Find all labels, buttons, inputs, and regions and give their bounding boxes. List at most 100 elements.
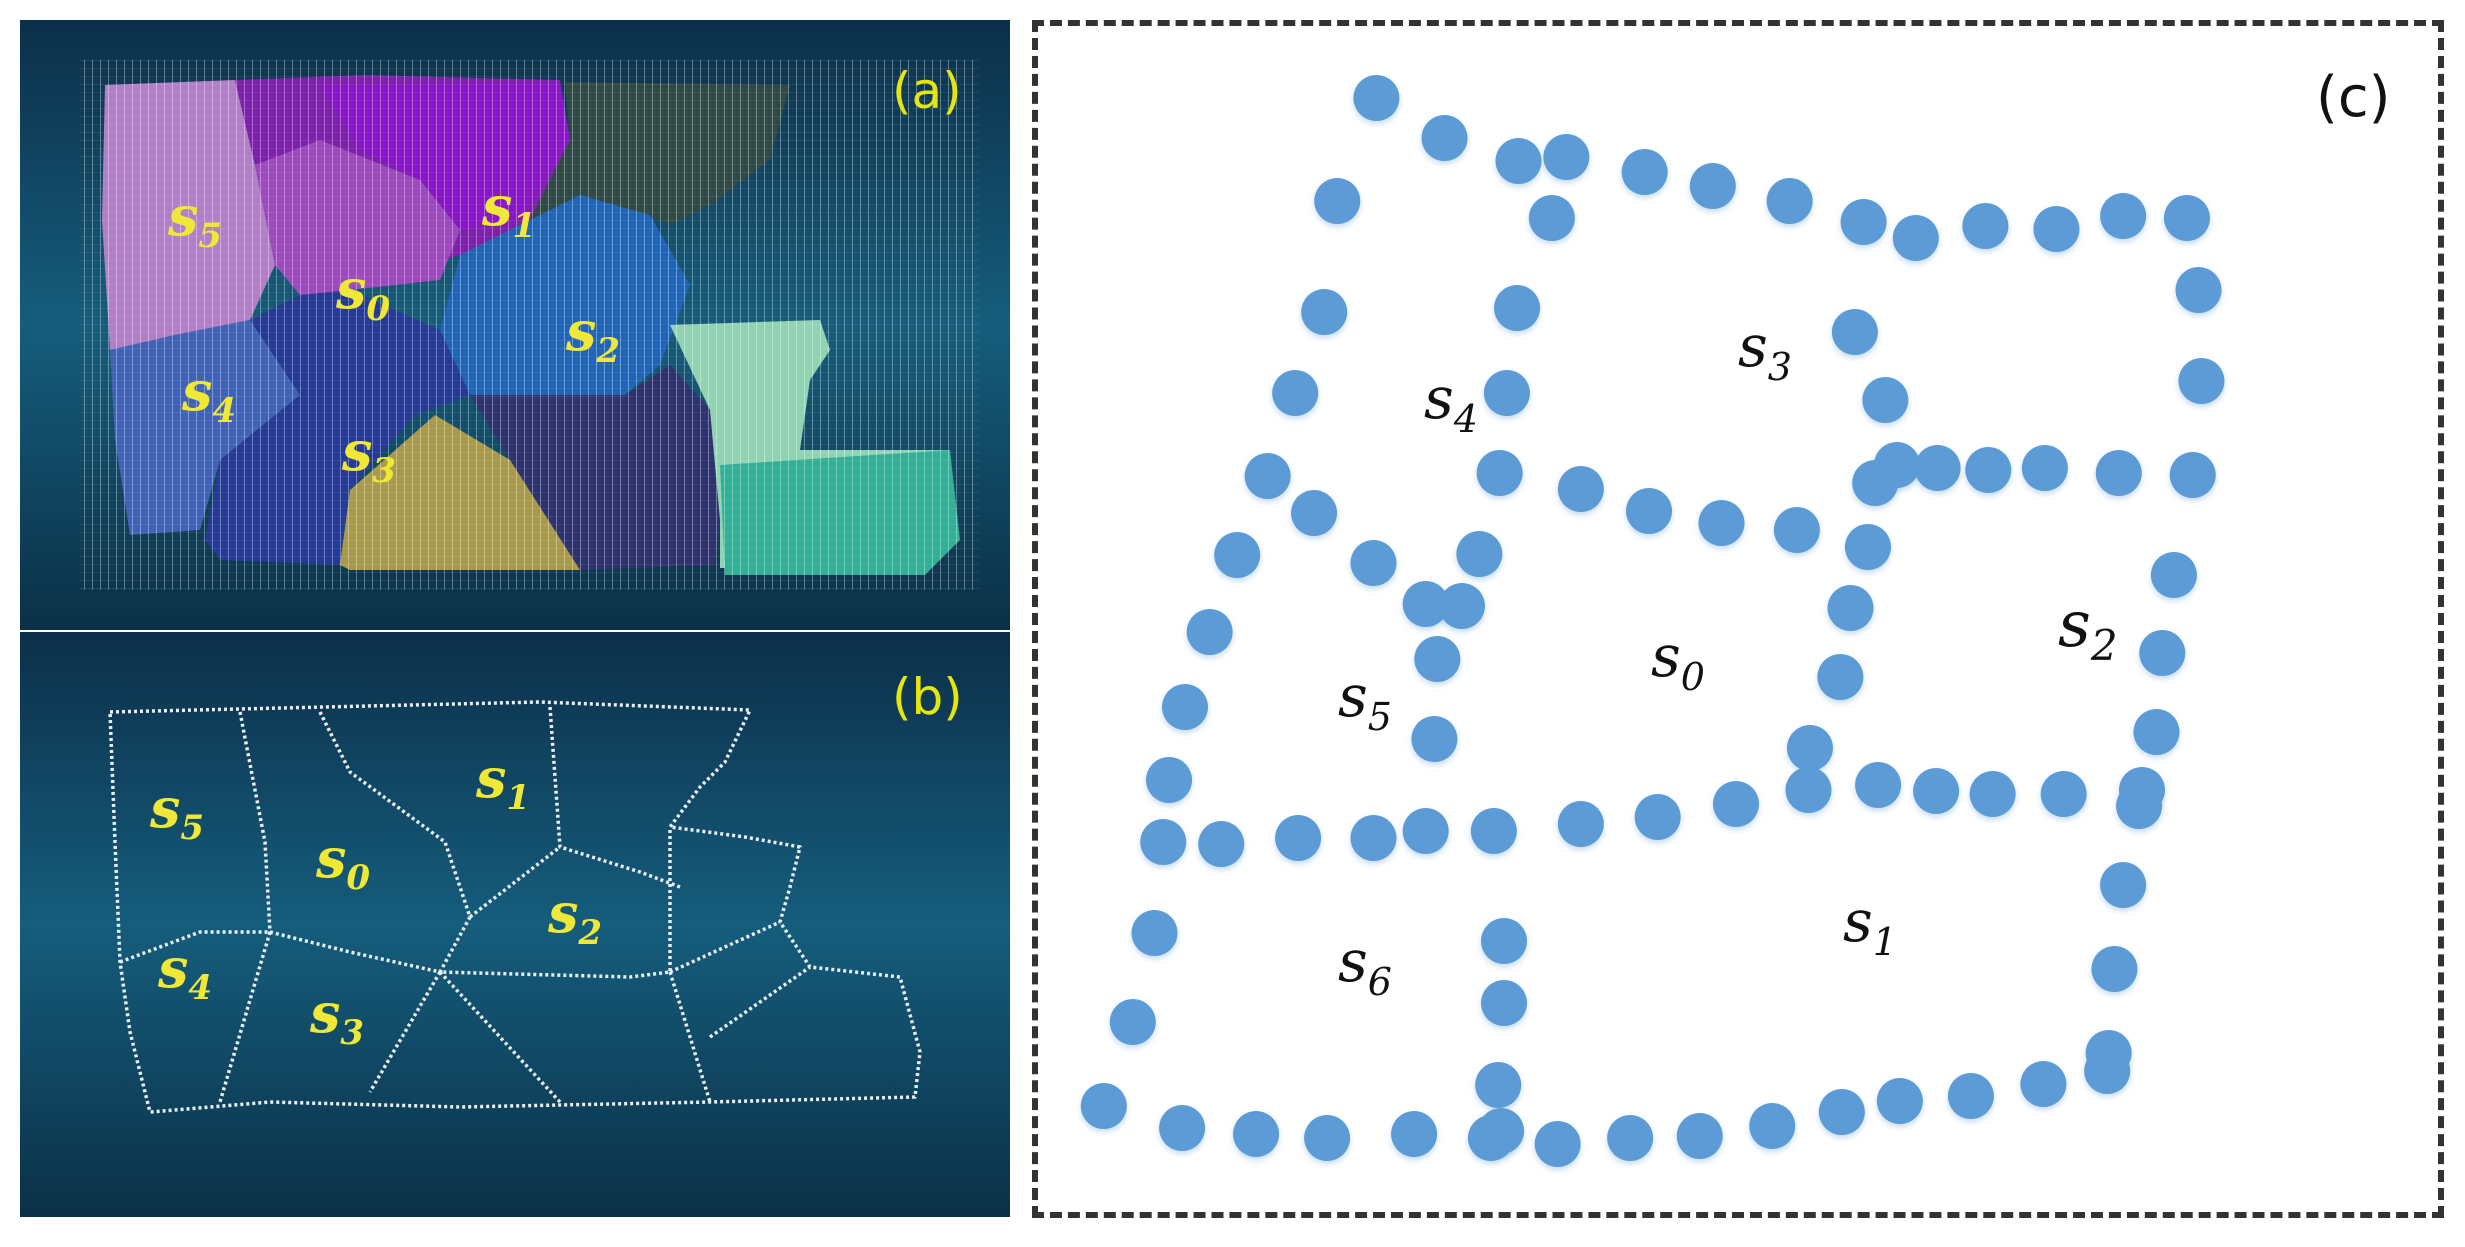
boundary-dot xyxy=(2091,946,2138,992)
panel-b-label-s5: s5 xyxy=(149,776,204,848)
outer-boundary xyxy=(108,700,922,1114)
panel-a-segmented-point-cloud: (a) s5 s1 s0 s2 s4 s3 xyxy=(20,20,1010,630)
line-s5-s0 xyxy=(238,711,272,933)
boundary-dot xyxy=(1456,531,1503,577)
line-s2-bottom xyxy=(438,827,672,979)
boundary-dot xyxy=(1314,178,1361,224)
boundary-dot xyxy=(1414,636,1461,682)
boundary-dot xyxy=(1844,524,1891,570)
boundary-dot xyxy=(1698,500,1745,546)
panel-c-label-s0: s0 xyxy=(1651,622,1705,699)
boundary-dot xyxy=(1543,134,1590,180)
line-right-mid xyxy=(669,920,781,974)
boundary-dot xyxy=(1852,460,1899,506)
boundary-dot xyxy=(1411,716,1458,762)
boundary-dot xyxy=(2133,709,2180,755)
boundary-dot xyxy=(1947,1073,1994,1119)
boundary-dot xyxy=(1402,581,1449,627)
panel-a-label-s2: s2 xyxy=(565,299,620,371)
panel-c-label-s2: s2 xyxy=(2058,588,2118,670)
boundary-dot xyxy=(1350,540,1397,586)
panel-a-label-s0: s0 xyxy=(335,257,390,329)
boundary-dot xyxy=(1786,725,1833,771)
panel-a-label-s3: s3 xyxy=(341,419,396,491)
boundary-dot xyxy=(2178,358,2225,404)
boundary-dot xyxy=(1198,821,1245,867)
boundary-dot xyxy=(1817,654,1864,700)
boundary-dot xyxy=(1475,1062,1522,1108)
boundary-dot xyxy=(1876,1078,1923,1124)
panel-b-canvas: (b) s5 s1 s0 s2 s4 s3 xyxy=(20,632,1010,1217)
boundary-dot xyxy=(1214,532,1261,578)
boundary-dot xyxy=(1749,1103,1796,1149)
boundary-dot xyxy=(1275,815,1322,861)
boundary-dot xyxy=(1827,585,1874,631)
boundary-dot xyxy=(1391,1111,1438,1157)
panel-b-background xyxy=(20,632,1010,1217)
boundary-dot xyxy=(2175,267,2222,313)
boundary-dot xyxy=(1557,466,1604,512)
boundary-dot xyxy=(1607,1115,1654,1161)
boundary-dot xyxy=(1766,178,1813,224)
boundary-dot xyxy=(1621,149,1668,195)
boundary-dot xyxy=(1467,1115,1514,1161)
boundary-dot xyxy=(1131,910,1178,956)
boundary-dot xyxy=(1969,771,2016,817)
boundary-dot xyxy=(2020,1061,2067,1107)
boundary-dot xyxy=(1301,289,1348,335)
boundary-dot xyxy=(1962,203,2009,249)
boundary-dot xyxy=(1476,450,1523,496)
boundary-dot xyxy=(2169,452,2216,498)
boundary-dot xyxy=(1350,815,1397,861)
boundary-dot xyxy=(1109,999,1156,1045)
boundary-dot xyxy=(1146,757,1193,803)
boundary-dot xyxy=(1421,115,1468,161)
boundary-dot xyxy=(1159,1105,1206,1151)
boundary-dot xyxy=(1557,801,1604,847)
boundary-dot xyxy=(2040,771,2087,817)
boundary-dot xyxy=(2100,862,2147,908)
boundary-dots xyxy=(1080,75,2225,1167)
boundary-dot xyxy=(1140,819,1187,865)
panel-c-canvas: (c) s3 s4 s2 s0 s5 s1 s6 xyxy=(1080,65,2390,1167)
boundary-dot xyxy=(2033,206,2080,252)
boundary-dot xyxy=(1785,767,1832,813)
boundary-dot xyxy=(1713,781,1759,827)
panel-b-label-s1: s1 xyxy=(475,746,530,818)
boundary-dot xyxy=(1634,794,1681,840)
line-s1-s2 xyxy=(548,706,681,889)
panel-c-label-s3: s3 xyxy=(1738,312,1792,389)
boundary-dot xyxy=(1494,285,1541,331)
boundary-dot xyxy=(1353,75,1400,121)
panel-c-label-s6: s6 xyxy=(1338,927,1392,1004)
boundary-dot xyxy=(1855,762,1902,808)
boundary-dot xyxy=(1862,377,1909,423)
panel-a-label-s1: s1 xyxy=(481,174,536,246)
boundary-dot xyxy=(2139,630,2186,676)
panel-a-tag: (a) xyxy=(892,62,962,120)
line-s0-s2 xyxy=(468,845,562,919)
boundary-dot xyxy=(1965,447,2012,493)
boundary-dot xyxy=(2095,450,2142,496)
panel-c-label-s4: s4 xyxy=(1424,364,1478,441)
boundary-dot xyxy=(2163,195,2210,241)
boundary-dot xyxy=(1676,1113,1723,1159)
panel-b-label-s2: s2 xyxy=(547,881,602,953)
line-s0-s1 xyxy=(318,711,472,918)
boundary-lines xyxy=(108,700,922,1114)
boundary-dot xyxy=(1840,199,1887,245)
boundary-dot xyxy=(1080,1083,1127,1129)
line-right-blocks xyxy=(668,971,712,1103)
boundary-dot xyxy=(1402,808,1449,854)
point-cloud-texture xyxy=(80,60,980,590)
panel-a-label-s4: s4 xyxy=(181,359,236,431)
boundary-dot xyxy=(1291,490,1338,536)
boundary-dot xyxy=(1272,370,1319,416)
panel-a-label-s5: s5 xyxy=(167,184,222,256)
boundary-dot xyxy=(1689,163,1736,209)
boundary-dot xyxy=(1495,138,1542,184)
boundary-dot xyxy=(1528,195,1575,241)
boundary-dot xyxy=(2150,552,2197,598)
panel-b-tag: (b) xyxy=(892,668,963,726)
boundary-dot xyxy=(1818,1089,1865,1135)
